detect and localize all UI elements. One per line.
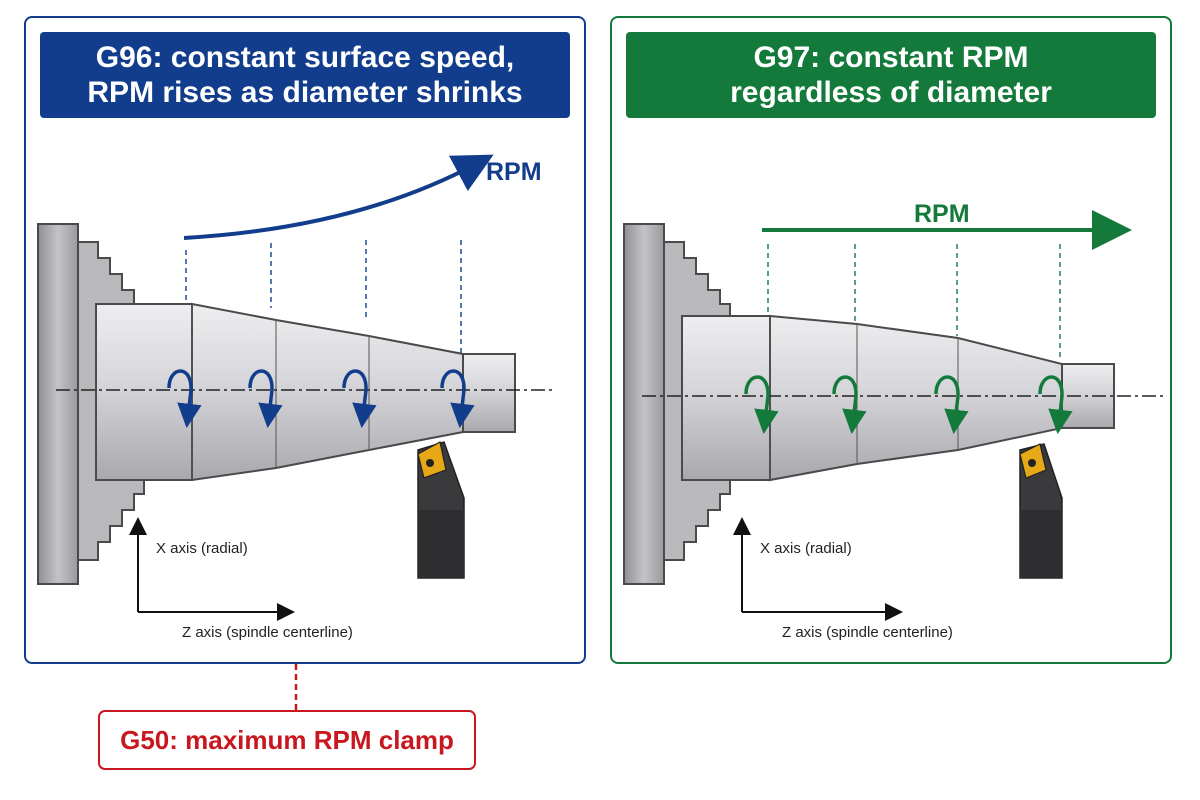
g97-title-banner: G97: constant RPM regardless of diameter — [626, 32, 1156, 118]
g96-rpm-rising-arrow — [183, 154, 494, 240]
g96-rotation-arrow-icon — [248, 369, 283, 429]
g97-rotation-arrow-icon — [744, 375, 779, 435]
g97-panel: G97: constant RPM regardless of diameter — [610, 16, 1172, 664]
g97-z-axis-label: Z axis (spindle centerline) — [782, 624, 953, 641]
g97-rpm-label: RPM — [914, 200, 970, 228]
g97-lathe-illustration — [623, 210, 1167, 621]
g96-rpm-label: RPM — [486, 158, 542, 186]
g96-z-axis-label: Z axis (spindle centerline) — [182, 624, 353, 641]
g50-clamp-label: G50: maximum RPM clamp — [120, 724, 454, 755]
g96-title-line1: G96: constant surface speed, — [95, 41, 515, 74]
g97-title-line2: regardless of diameter — [730, 76, 1052, 109]
g97-cutting-tool — [1019, 443, 1063, 579]
g96-cutting-tool — [417, 441, 465, 579]
g96-title-line2: RPM rises as diameter shrinks — [87, 76, 523, 109]
g96-rotation-arrow-icon — [440, 369, 475, 429]
g96-title-banner: G96: constant surface speed, RPM rises a… — [40, 32, 570, 118]
g97-rotation-arrow-icon — [1038, 375, 1073, 435]
g96-lathe-illustration — [37, 154, 552, 621]
g97-x-axis-label: X axis (radial) — [760, 540, 852, 557]
g97-rotation-arrow-icon — [832, 375, 867, 435]
g96-panel: G96: constant surface speed, RPM rises a… — [24, 16, 586, 664]
g50-clamp-box: G50: maximum RPM clamp — [98, 710, 476, 770]
g96-rotation-arrow-icon — [167, 369, 202, 429]
g97-rotation-arrow-icon — [934, 375, 969, 435]
g96-x-axis-label: X axis (radial) — [156, 540, 248, 557]
g97-title-line1: G97: constant RPM — [753, 41, 1029, 74]
g97-workpiece-base — [681, 315, 771, 481]
g96-workpiece-base — [95, 303, 193, 481]
g96-rotation-arrow-icon — [342, 369, 377, 429]
g97-chuck-face — [623, 223, 665, 585]
